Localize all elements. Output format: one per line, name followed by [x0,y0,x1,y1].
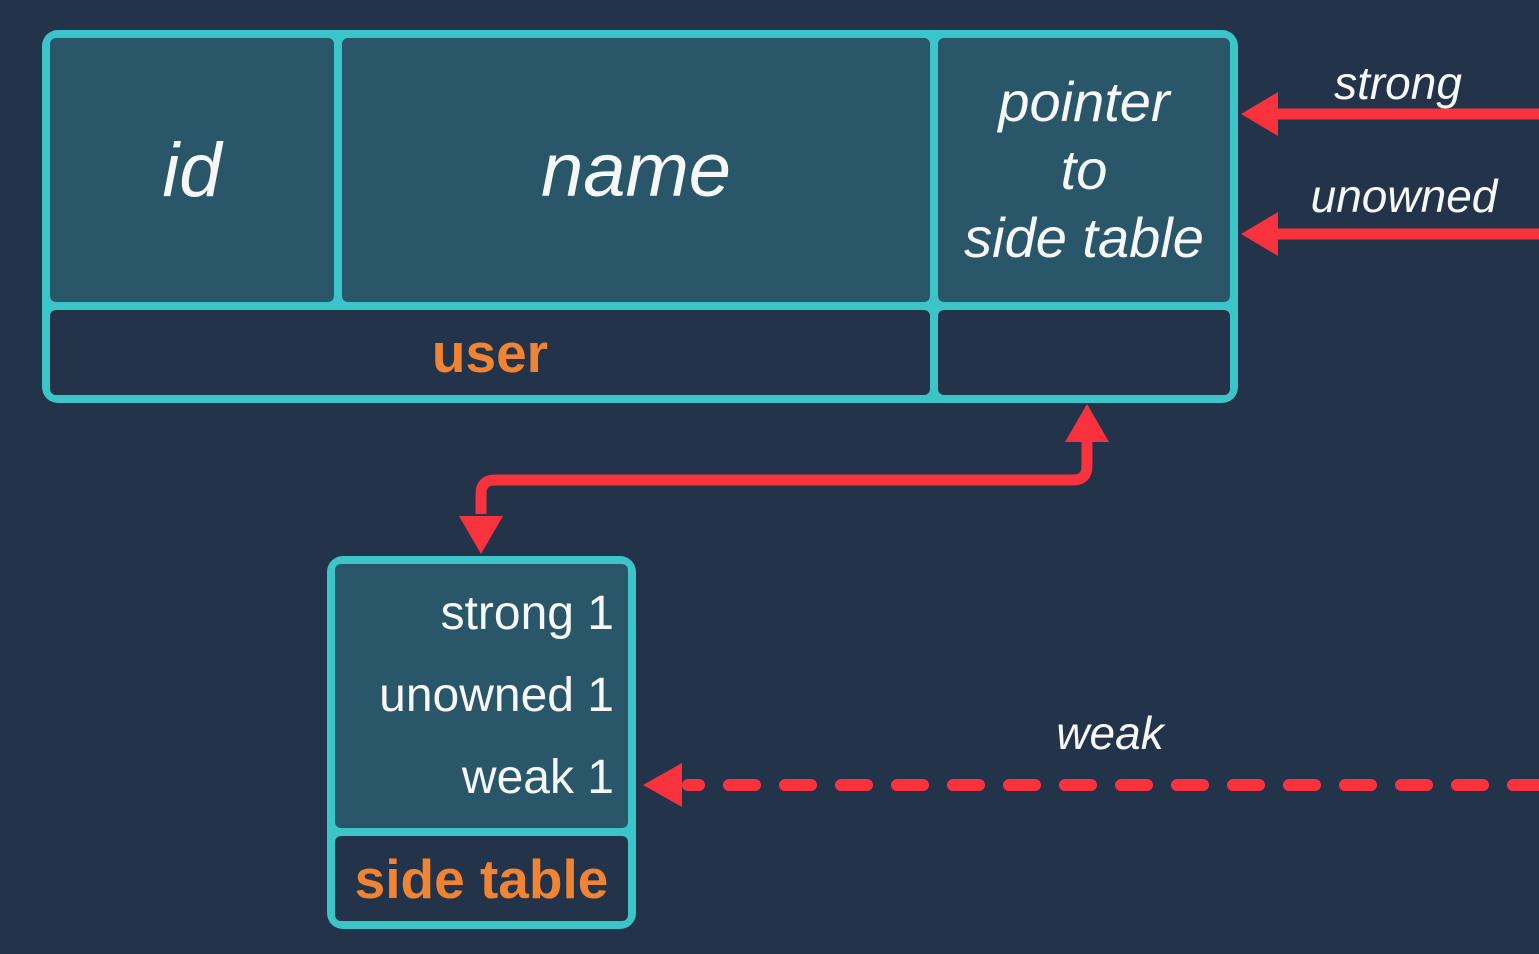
side-table-link-line [475,441,1093,514]
unowned-count: unowned 1 [379,669,614,722]
user-table-caption: user [50,310,930,395]
side-table: strong 1 unowned 1 weak 1 side table [327,556,636,929]
side-table-counts: strong 1 unowned 1 weak 1 [335,564,628,828]
link-down-arrowhead-icon [459,516,503,554]
pointer-column-empty-cell [938,310,1230,395]
unowned-arrow-label: unowned [1310,170,1498,222]
link-up-arrowhead-icon [1065,404,1109,442]
weak-arrow-label: weak [1056,707,1164,759]
strong-arrowhead-icon [1241,92,1278,136]
side-table-link-arrow [459,404,1109,554]
field-id: id [50,38,334,302]
strong-count: strong 1 [440,587,614,640]
user-object-table: id name pointer to side table user [42,30,1238,403]
side-table-caption: side table [335,836,628,921]
weak-arrow [643,763,1539,807]
field-name: name [342,38,930,302]
unowned-arrowhead-icon [1241,212,1278,256]
field-pointer-to-side-table: pointer to side table [938,38,1230,302]
weak-count: weak 1 [461,751,614,804]
strong-arrow-label: strong [1334,57,1462,109]
weak-arrowhead-icon [643,763,682,807]
